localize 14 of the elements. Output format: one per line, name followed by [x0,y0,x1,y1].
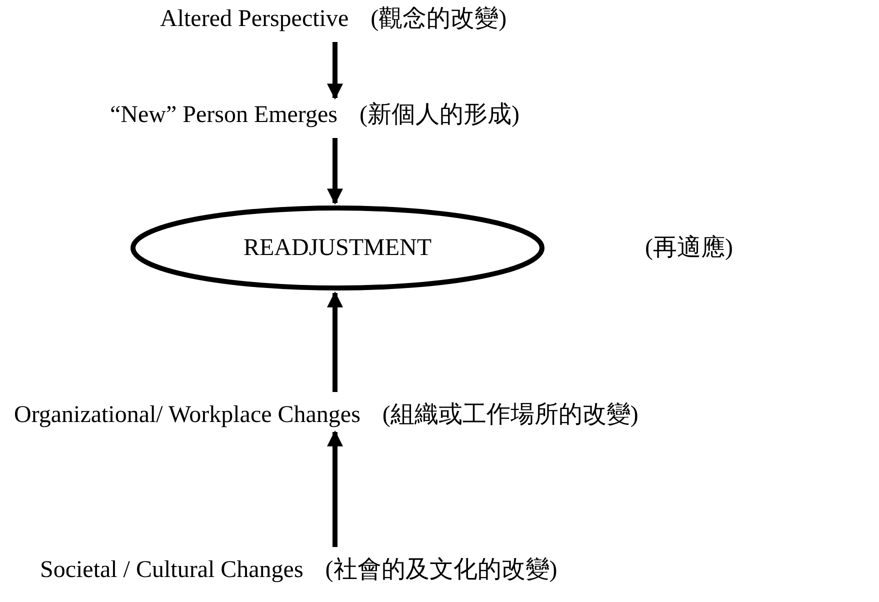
translation-text: (組織或工作場所的改變) [382,401,638,430]
stage-label: Societal / Cultural Changes [40,556,304,585]
arrow [327,430,343,547]
translation-text: (社會的及文化的改變) [325,556,558,585]
translation-text: (新個人的形成) [359,100,520,130]
stage-label: Altered Perspective [160,5,349,34]
arrow [327,138,343,205]
translation-text: (再適應) [645,234,733,263]
translation-text: (觀念的改變) [370,5,507,34]
stage-label: “New” Person Emerges [110,101,338,130]
arrow [327,291,343,392]
stage-label: Organizational/ Workplace Changes [14,401,360,430]
stage-label: READJUSTMENT [243,234,432,263]
arrow [327,42,343,100]
